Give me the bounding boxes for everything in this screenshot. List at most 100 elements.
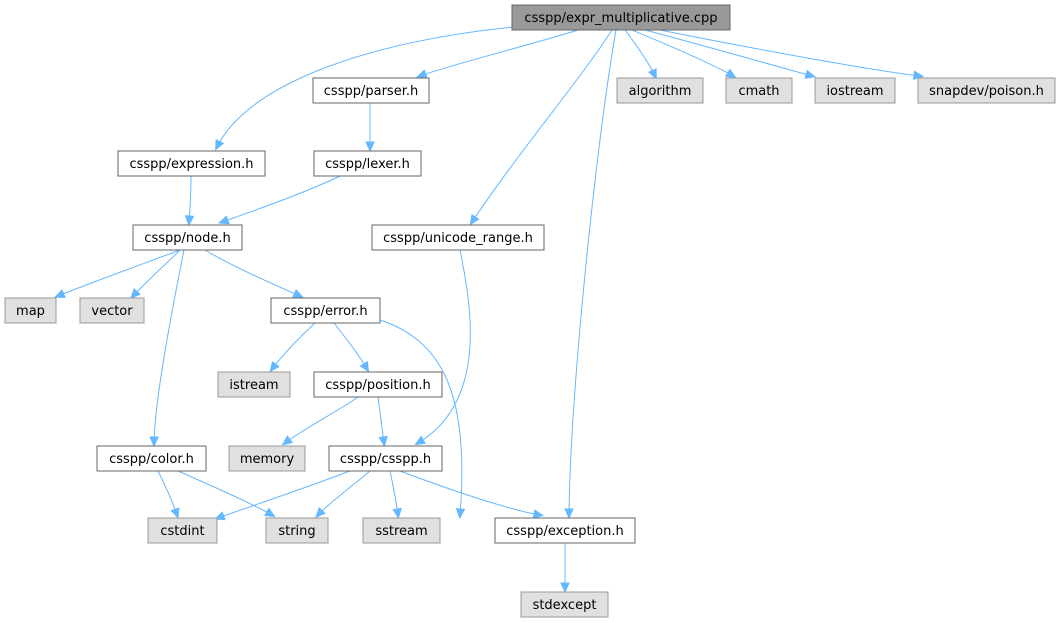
edge-line — [284, 396, 359, 444]
edge-node-to-vector — [130, 249, 181, 300]
node-vector[interactable]: vector — [79, 297, 145, 324]
edge-line — [399, 470, 541, 516]
edge-root-to-algorithm — [624, 29, 657, 80]
graph-edges — [54, 26, 925, 594]
edge-node-to-color — [149, 249, 185, 448]
edge-arrowhead — [469, 213, 480, 226]
edge-line — [631, 29, 734, 77]
edge-csspp_h-to-string — [315, 470, 371, 519]
node-cmath[interactable]: cmath — [725, 77, 793, 104]
node-poison[interactable]: snapdev/poison.h — [917, 77, 1056, 104]
edge-line — [132, 249, 181, 297]
edge-position-to-csspp_h — [377, 396, 388, 448]
node-box — [520, 591, 609, 618]
node-istream[interactable]: istream — [217, 371, 291, 398]
edge-exception-to-stdexcept — [560, 542, 570, 594]
edge-line — [153, 249, 185, 444]
node-expression[interactable]: csspp/expression.h — [117, 150, 266, 177]
edge-line — [659, 29, 921, 77]
node-label: snapdev/poison.h — [929, 84, 1044, 99]
edge-root-to-poison — [659, 29, 925, 80]
edge-line — [379, 319, 463, 516]
edge-line — [57, 249, 181, 297]
node-position[interactable]: csspp/position.h — [313, 371, 443, 398]
node-label: csspp/parser.h — [324, 84, 418, 99]
edge-line — [177, 470, 273, 516]
edge-arrowhead — [214, 511, 226, 521]
node-unicode-range[interactable]: csspp/unicode_range.h — [371, 224, 545, 251]
edge-arrowhead — [170, 507, 180, 520]
edge-error-to-sstream — [379, 319, 466, 520]
node-box — [917, 77, 1056, 104]
node-box — [132, 224, 243, 251]
edge-root-to-expression — [215, 26, 515, 151]
node-box — [96, 445, 207, 472]
node-map[interactable]: map — [4, 297, 57, 324]
edge-arrowhead — [804, 69, 817, 79]
node-label: memory — [240, 452, 295, 467]
edge-parser-to-lexer — [365, 102, 375, 153]
node-algorithm[interactable]: algorithm — [616, 77, 704, 104]
node-stdexcept[interactable]: stdexcept — [520, 591, 609, 618]
node-box — [494, 517, 636, 544]
edge-line — [333, 322, 368, 370]
node-color[interactable]: csspp/color.h — [96, 445, 207, 472]
edge-arrowhead — [724, 68, 737, 79]
node-label: string — [278, 524, 315, 539]
node-label: cmath — [738, 84, 779, 99]
node-label: csspp/expr_multiplicative.cpp — [524, 11, 717, 26]
edge-arrowhead — [455, 508, 466, 520]
node-box — [217, 371, 291, 398]
edge-arrowhead — [359, 360, 370, 373]
node-iostream[interactable]: iostream — [814, 77, 896, 104]
node-csspp-h[interactable]: csspp/csspp.h — [328, 445, 443, 472]
edge-line — [217, 470, 351, 519]
node-box — [362, 517, 441, 544]
edge-csspp_h-to-cstdint — [214, 470, 351, 521]
node-label: cstdint — [160, 524, 204, 539]
node-box — [371, 224, 545, 251]
edge-arrowhead — [647, 68, 657, 80]
node-label: stdexcept — [533, 598, 597, 613]
node-sstream[interactable]: sstream — [362, 517, 441, 544]
edge-line — [389, 470, 399, 516]
node-label: istream — [229, 378, 278, 393]
edge-line — [377, 396, 385, 444]
edge-line — [317, 470, 371, 516]
node-box — [616, 77, 704, 104]
edge-root-to-exception — [564, 29, 617, 520]
node-label: csspp/error.h — [283, 304, 367, 319]
edge-unicode_range-to-csspp_h — [414, 249, 471, 446]
graph-nodes: csspp/expr_multiplicative.cpp csspp/parse… — [4, 4, 1056, 618]
node-cstdint[interactable]: cstdint — [147, 517, 218, 544]
node-label: map — [16, 304, 45, 319]
edge-error-to-istream — [269, 322, 316, 373]
node-root[interactable]: csspp/expr_multiplicative.cpp — [511, 4, 731, 31]
node-parser[interactable]: csspp/parser.h — [312, 77, 430, 104]
node-label: csspp/position.h — [325, 378, 430, 393]
node-lexer[interactable]: csspp/lexer.h — [313, 150, 422, 177]
node-exception[interactable]: csspp/exception.h — [494, 517, 636, 544]
edge-line — [221, 175, 341, 223]
edge-error-to-position — [333, 322, 370, 373]
edge-line — [471, 29, 613, 223]
node-box — [511, 4, 731, 31]
edge-lexer-to-node — [218, 175, 341, 225]
node-box — [313, 371, 443, 398]
node-label: csspp/color.h — [109, 452, 194, 467]
node-error[interactable]: csspp/error.h — [270, 297, 381, 324]
edge-line — [216, 26, 515, 148]
edge-color-to-cstdint — [157, 470, 180, 520]
node-label: csspp/expression.h — [129, 157, 253, 172]
node-box — [265, 517, 329, 544]
edge-csspp_h-to-sstream — [389, 470, 402, 520]
node-box — [117, 150, 266, 177]
node-node[interactable]: csspp/node.h — [132, 224, 243, 251]
node-string[interactable]: string — [265, 517, 329, 544]
edge-arrowhead — [218, 215, 230, 225]
edge-line — [644, 29, 813, 77]
edge-arrowhead — [54, 289, 66, 298]
node-memory[interactable]: memory — [228, 445, 306, 472]
node-label: vector — [91, 304, 133, 319]
edge-csspp_h-to-exception — [399, 470, 545, 519]
